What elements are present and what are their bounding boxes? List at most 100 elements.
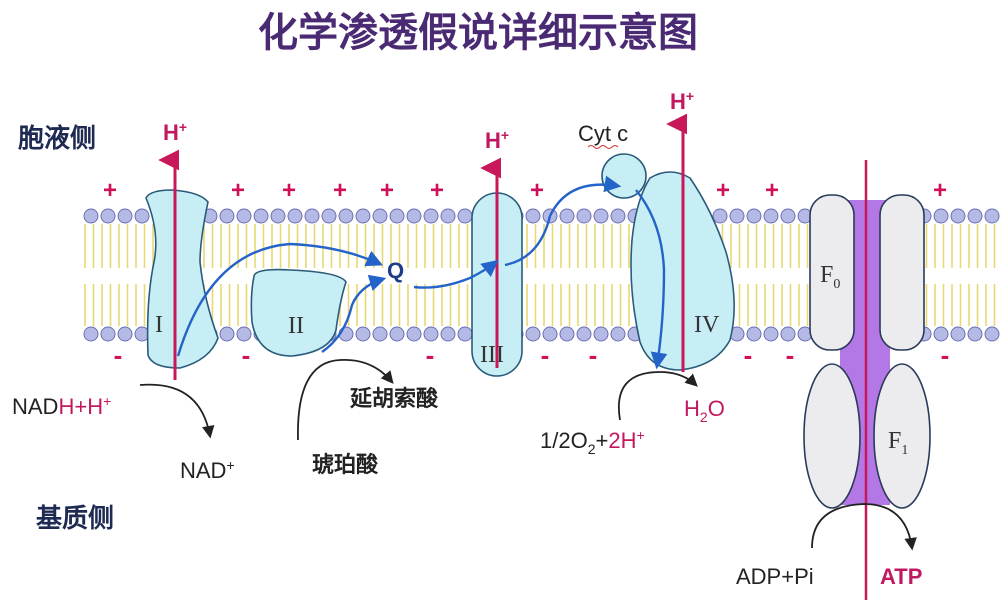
water-label: H2O [684,396,725,425]
cytochrome-c-label: Cyt c [578,121,628,146]
lipid-head [729,208,745,224]
lipid-head [304,208,320,224]
lipid-head [372,208,388,224]
lipid-head [287,208,303,224]
proton-label-iv: H+ [670,88,694,114]
lipid-head [219,208,235,224]
lipid-head [100,208,116,224]
minus-charge: - [941,340,950,370]
oxygen-reduction-arrow [618,371,698,421]
lipid-head [967,326,983,342]
matrix-side-label: 基质侧 [36,504,114,534]
lipid-head [780,208,796,224]
f1-label: F1 [888,428,908,458]
lipid-head [389,326,405,342]
plus-charge: + [282,177,296,204]
membrane-charges: ++++++++++-------- [103,177,949,370]
lipid-head [338,208,354,224]
lipid-head [100,326,116,342]
plus-charge: + [103,177,117,204]
lipid-head [780,326,796,342]
proton-label-i: H+ [163,119,187,145]
lipid-head [593,326,609,342]
lipid-head [746,326,762,342]
reaction-curves [139,359,917,551]
lipid-head [984,208,1000,224]
atp-label: ATP [880,564,922,589]
lipid-head [83,208,99,224]
cytosol-side-label: 胞液侧 [18,123,96,154]
arrow-cytc-to-iv [635,189,668,370]
lipid-head [117,326,133,342]
arrow-ii-to-q [321,274,387,353]
nad-plus-label: NAD+ [180,457,235,483]
complex-i-shape [145,189,219,369]
lipid-head [355,326,371,342]
succinate-label: 琥珀酸 [312,452,379,478]
complex-ii: II [250,268,347,357]
lipid-head [933,208,949,224]
plus-charge: + [933,177,947,204]
lipid-head [457,208,473,224]
lipid-head [950,326,966,342]
plus-charge: + [333,177,347,204]
plus-charge: + [765,177,779,204]
lipid-head [542,326,558,342]
lipid-head [746,208,762,224]
lipid-head [440,326,456,342]
lipid-head [219,326,235,342]
lipid-head [593,208,609,224]
f0-label: F0 [820,262,840,292]
lipid-head [389,208,405,224]
arrow-i-to-q [176,242,384,357]
lipid-head [440,208,456,224]
lipid-head [457,326,473,342]
nadh-oxidation-arrow [139,383,215,439]
atp-synthesis-arrow [811,503,917,551]
arrow-iii-to-cytc [504,175,622,267]
complex-ii-label: II [288,313,304,339]
lipid-head [712,208,728,224]
proton-label-iii: H+ [485,127,509,153]
complex-iv-label: IV [694,312,720,338]
lipid-head [984,326,1000,342]
oxygen-label: 1/2O2+2H+ [540,427,645,457]
lipid-head [423,326,439,342]
lipid-head [406,208,422,224]
lipid-head [423,208,439,224]
lipid-head [406,326,422,342]
lipid-head [355,208,371,224]
f0-subunit-right [879,194,925,351]
diagram-title: 化学渗透假说详细示意图 [258,9,698,56]
complex-ii-shape [250,268,347,357]
minus-charge: - [242,340,251,370]
lipid-head [270,208,286,224]
f0-subunit-left [809,194,855,351]
plus-charge: + [530,177,544,204]
cytochrome-c [601,153,647,199]
minus-charge: - [786,340,795,370]
electron-flow [176,175,668,370]
ubiquinone-label: Q [387,258,404,283]
lipid-head [321,208,337,224]
arrow-q-to-iii [413,259,499,289]
minus-charge: - [589,340,598,370]
lipid-head [117,208,133,224]
lipid-head [372,326,388,342]
lipid-head [763,208,779,224]
lipid-head [236,326,252,342]
plus-charge: + [716,177,730,204]
adp-pi-label: ADP+Pi [736,564,814,589]
f1-subunit-left [803,363,861,509]
lipid-head [950,208,966,224]
complex-i: I [145,189,219,369]
lipid-head [236,208,252,224]
lipid-head [576,208,592,224]
lipid-head [610,208,626,224]
lipid-head [525,208,541,224]
plus-charge: + [380,177,394,204]
succinate-oxidation-arrow [297,359,394,441]
minus-charge: - [114,340,123,370]
lipid-head [134,208,150,224]
